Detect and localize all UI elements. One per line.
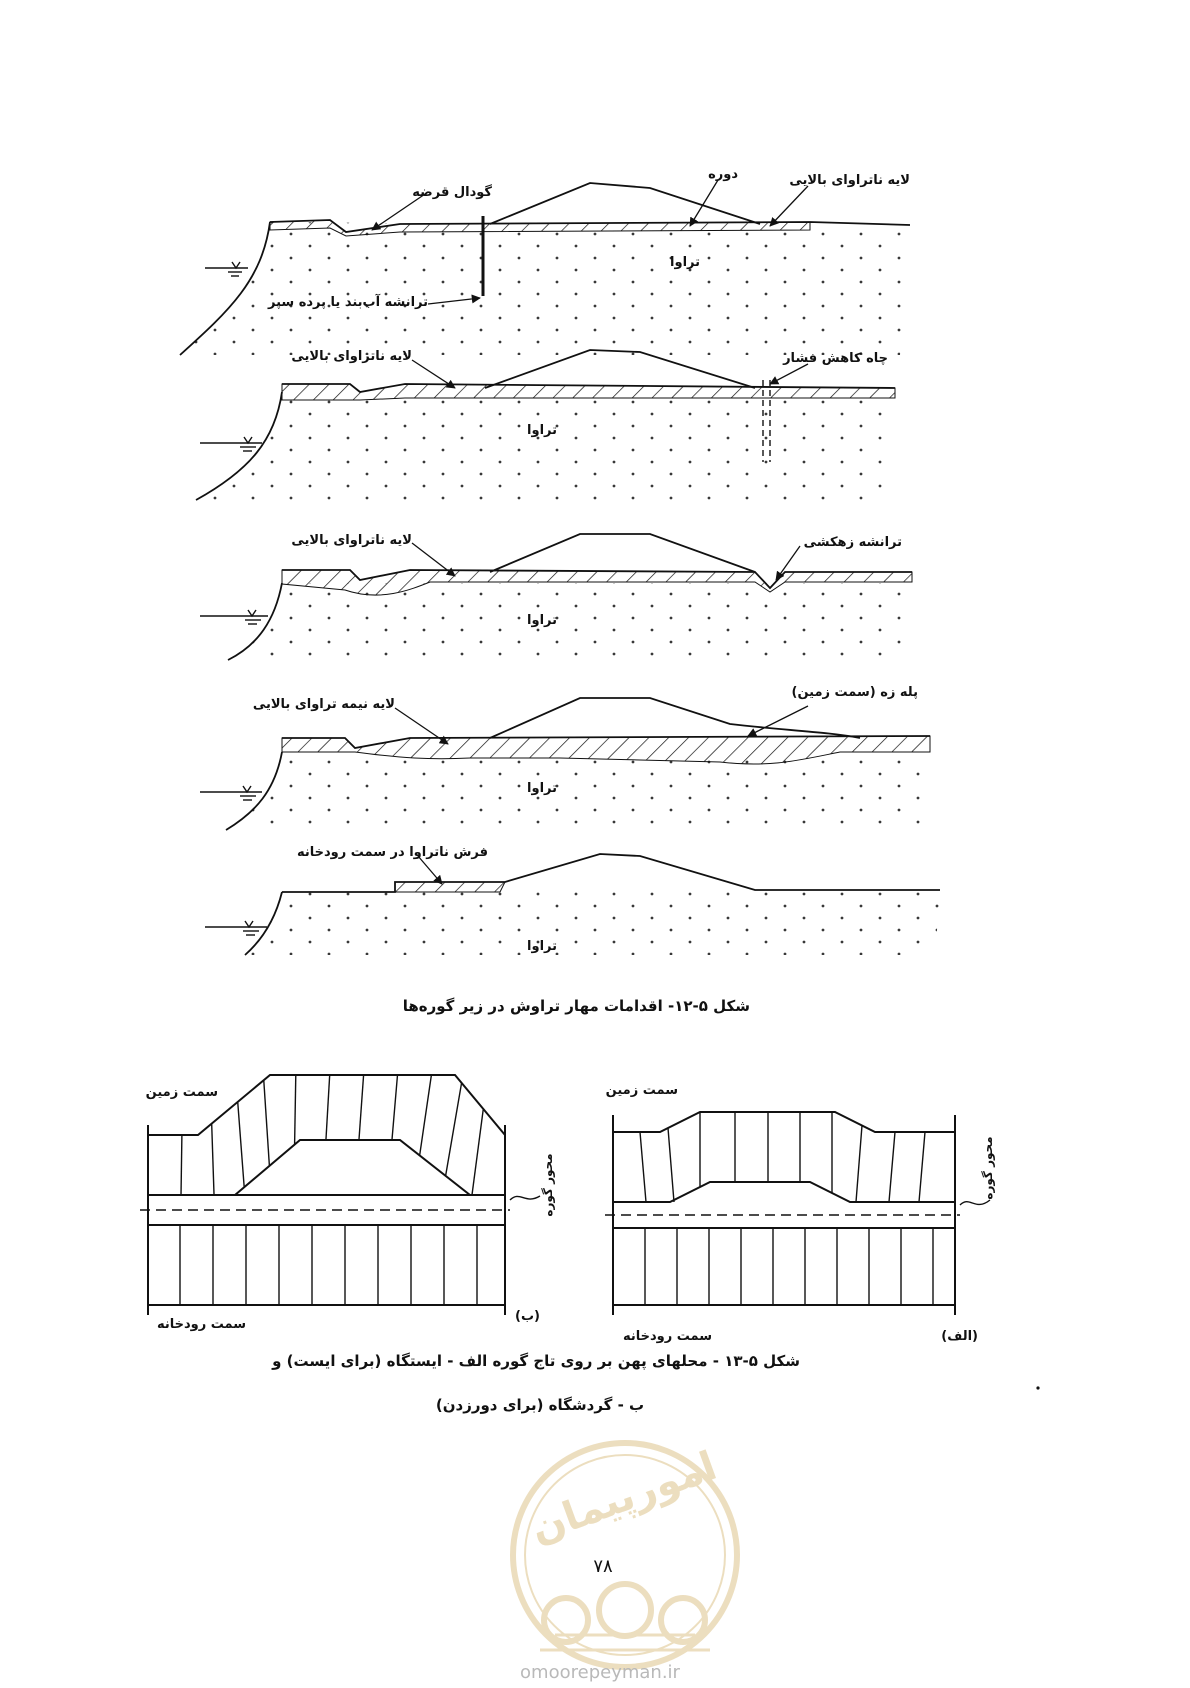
- watermark-logo-text: امورپیمان: [525, 1443, 723, 1553]
- levee-outline: [484, 349, 756, 389]
- crest-segment-line: [418, 1074, 433, 1156]
- crest-segment-line: [180, 1134, 183, 1196]
- crest-segment-line: [263, 1080, 271, 1166]
- impervious-layer: [281, 569, 913, 596]
- section-5: فرش ناتراوا در سمت رودخانه تراوا: [205, 845, 940, 956]
- bank-line: [179, 221, 271, 356]
- crest-segment-line: [667, 1127, 675, 1203]
- label-drain-trench: ترانشه زهکشی: [804, 535, 902, 550]
- impervious-blanket: [394, 881, 506, 893]
- left-figure-tag: (ب): [515, 1309, 540, 1324]
- section-3: لایه ناتراوای بالایی ترانشه زهکشی تراوا: [200, 533, 913, 661]
- figure2-caption-line1: شکل ۵-۱۳ - محلهای پهن بر روی تاج گوره ال…: [272, 1352, 800, 1370]
- label-levee: دوره: [708, 167, 738, 182]
- crest-segment-line: [444, 1082, 463, 1176]
- crest-segment-line: [210, 1123, 215, 1196]
- label-pervious: تراوا: [527, 781, 557, 796]
- label-pervious: تراوا: [527, 423, 557, 438]
- label-berm: پله زه (سمت زمین): [792, 685, 919, 700]
- label-cutoff: ترانشه آب‌بند یا پرده سپر: [267, 293, 428, 310]
- crest-segment-line: [391, 1074, 399, 1141]
- levee-outline: [489, 533, 756, 573]
- left-river-side-label: سمت رودخانه: [157, 1317, 246, 1332]
- section-4: لایه نیمه تراوای بالایی پله زه (سمت زمین…: [200, 685, 931, 831]
- crest-segment-line: [639, 1131, 647, 1203]
- section-1: گودال قرضه دوره لایه ناتراوای بالایی ترا…: [179, 167, 911, 356]
- water-symbol: [200, 609, 268, 625]
- left-axis-label: محور گوره: [541, 1153, 556, 1216]
- pervious-soil: [228, 583, 912, 660]
- crest-segment-line: [888, 1131, 896, 1203]
- water-symbol: [200, 436, 262, 452]
- left-land-side-label: سمت زمین: [146, 1085, 218, 1100]
- relief-well: [762, 380, 771, 462]
- bank-line: [195, 391, 283, 501]
- crest-segment-line: [293, 1074, 297, 1145]
- pervious-soil: [180, 222, 910, 355]
- section-2: لایه ناتراوای بالایی چاه کاهش فشار تراوا: [195, 349, 896, 501]
- right-axis-label: محور گوره: [981, 1136, 996, 1199]
- label-upper-layer: لایه ناتراوای بالایی: [291, 533, 412, 548]
- label-pervious: تراوا: [527, 939, 557, 954]
- label-blanket: فرش ناتراوا در سمت رودخانه: [297, 845, 488, 860]
- crest-segment-line: [918, 1131, 926, 1203]
- right-river-side-label: سمت رودخانه: [623, 1329, 712, 1344]
- label-pervious: تراوا: [670, 255, 700, 270]
- label-upper-layer: لایه ناتراوای بالایی: [789, 173, 910, 188]
- bank-line: [244, 891, 283, 956]
- impervious-layer: [281, 383, 896, 401]
- pervious-soil: [226, 752, 930, 830]
- watermark-seal: امورپیمان: [510, 1440, 740, 1670]
- crest-segment-line: [855, 1125, 863, 1203]
- label-semi-layer: لایه نیمه تراوای بالایی: [253, 697, 395, 712]
- label-upper-layer: لایه ناتراوای بالایی: [291, 349, 412, 364]
- crest-segment-line: [358, 1074, 365, 1141]
- watermark-site: omoorepeyman.ir: [520, 1662, 680, 1683]
- figure2-right: [605, 1111, 991, 1315]
- figure2-caption-line2: ب - گردشگاه (برای دورزدن): [435, 1396, 645, 1414]
- levee-outline: [489, 182, 761, 225]
- water-symbol: [205, 920, 267, 936]
- water-symbol: [200, 785, 262, 801]
- speck: [1036, 1386, 1040, 1390]
- bank-line: [227, 582, 283, 661]
- figure1-caption: شکل ۵-۱۲- اقدامات مهار تراوش در زیر گوره…: [402, 997, 750, 1015]
- right-land-side-label: سمت زمین: [606, 1083, 678, 1098]
- crest-segment-line: [325, 1074, 331, 1141]
- pervious-soil: [196, 392, 895, 500]
- label-borrow-pit: گودال قرضه: [412, 184, 492, 200]
- water-symbol: [205, 261, 248, 277]
- crest-segment-line: [237, 1101, 245, 1188]
- pervious-soil: [245, 892, 940, 955]
- bank-line: [225, 751, 283, 831]
- figure2-left: [140, 1074, 541, 1315]
- label-pervious: تراوا: [527, 613, 557, 628]
- levee-and-berm-outline: [489, 697, 861, 739]
- page-number: ۷۸: [593, 1556, 613, 1577]
- right-figure-tag: (الف): [941, 1329, 978, 1344]
- crest-segment-line: [471, 1108, 484, 1196]
- inner-crest-line: [148, 1139, 505, 1196]
- impervious-layer: [269, 219, 811, 237]
- label-relief-well: چاه کاهش فشار: [782, 351, 888, 366]
